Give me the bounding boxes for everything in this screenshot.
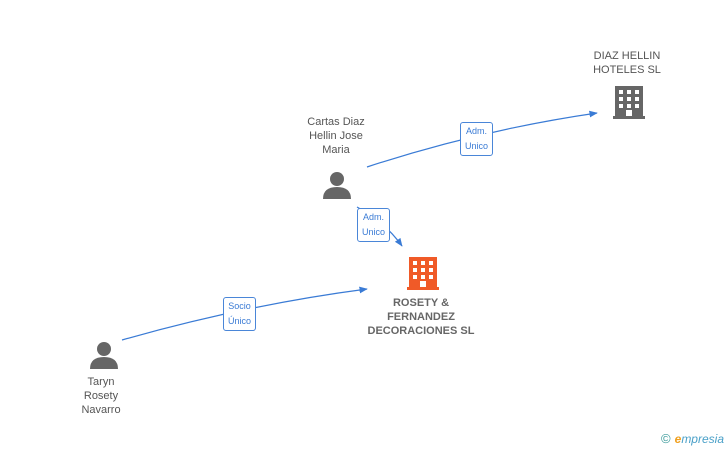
- person-label-taryn[interactable]: Taryn Rosety Navarro: [81, 376, 121, 416]
- edge-label-adm-unico-diaz[interactable]: Adm. Unico: [460, 122, 494, 156]
- building-icon-main[interactable]: [407, 255, 439, 291]
- company-label-diaz-hellin[interactable]: DIAZ HELLIN HOTELES SL: [593, 50, 661, 76]
- edge-label-socio-unico[interactable]: Socio Único: [223, 297, 257, 331]
- company-label-rosety[interactable]: ROSETY & FERNANDEZ DECORACIONES SL: [367, 297, 475, 337]
- building-icon[interactable]: [613, 84, 645, 120]
- edge-label-adm-unico-rosety[interactable]: Adm. Unico: [357, 208, 391, 242]
- person-icon[interactable]: [322, 170, 352, 200]
- brand-logo: empresia: [674, 431, 724, 446]
- person-label-cartas-diaz[interactable]: Cartas Diaz Hellin Jose Maria: [307, 116, 365, 156]
- empresia-watermark: © empresia: [661, 431, 724, 446]
- person-icon[interactable]: [89, 340, 119, 370]
- copyright-icon: ©: [661, 431, 671, 446]
